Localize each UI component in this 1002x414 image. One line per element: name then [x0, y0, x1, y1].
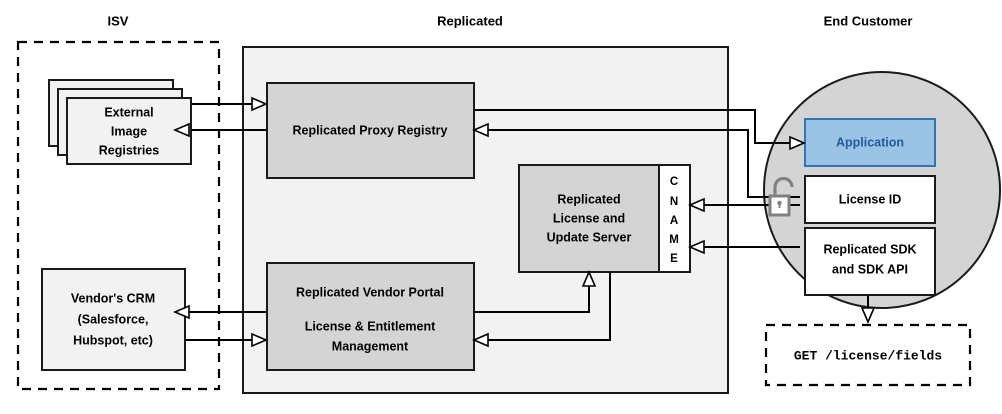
- zone-title-isv: ISV: [108, 13, 129, 28]
- vendor-crm-box[interactable]: Vendor's CRM (Salesforce, Hubspot, etc): [41, 268, 186, 371]
- sdk-rect: [804, 227, 936, 296]
- license-server-label-line-3: Update Server: [547, 230, 632, 244]
- isv-zone-boundary: [16, 40, 221, 391]
- arrowhead-portal-to-license-server: [581, 269, 597, 287]
- license-update-server-rect: [518, 164, 660, 273]
- application-box[interactable]: Application: [804, 118, 936, 167]
- arrowhead-sdk-to-api-call: [860, 307, 876, 325]
- arrowhead-sdk-to-cname: [687, 239, 705, 255]
- arrowhead-registries-to-proxy: [251, 96, 269, 112]
- sdk-label-line-2: and SDK API: [832, 262, 908, 276]
- cname-letter-n: N: [670, 196, 678, 208]
- registries-label-line-3: Registries: [99, 143, 159, 157]
- arrowhead-portal-to-crm: [172, 304, 190, 320]
- vendor-crm-label-line-2: (Salesforce,: [78, 312, 149, 326]
- api-call-boundary: [764, 323, 972, 387]
- connector-proxy-to-application: [474, 109, 800, 144]
- external-image-registries[interactable]: External Image Registries: [48, 79, 192, 165]
- cname-box[interactable]: C N A M E: [658, 164, 691, 273]
- vendor-portal-label-line-2: License & Entitlement: [305, 319, 436, 333]
- api-call-box[interactable]: GET /license/fields: [764, 323, 972, 387]
- cname-letter-a: A: [670, 215, 678, 227]
- license-id-box[interactable]: License ID: [804, 175, 936, 224]
- license-id-rect: [804, 175, 936, 224]
- zone-title-end-customer: End Customer: [824, 13, 913, 28]
- arrowhead-proxy-to-application: [789, 135, 807, 151]
- application-rect: [804, 118, 936, 167]
- proxy-registry-rect: [266, 82, 475, 179]
- cname-letter-e: E: [670, 253, 678, 265]
- application-label: Application: [836, 135, 904, 149]
- unlocked-padlock-icon: [768, 176, 794, 217]
- replicated-license-update-server-box[interactable]: Replicated License and Update Server: [518, 164, 660, 273]
- vendor-portal-label-line-3: Management: [332, 339, 409, 353]
- registries-label-line-2: Image: [111, 124, 147, 138]
- vendor-portal-rect: [266, 262, 475, 371]
- registries-label-line-1: External: [104, 105, 153, 119]
- registry-stack-front: [66, 97, 192, 165]
- replicated-vendor-portal-box[interactable]: Replicated Vendor Portal License & Entit…: [266, 262, 475, 371]
- arrowhead-proxy-to-registries: [172, 122, 190, 138]
- connector-license-server-to-portal: [480, 272, 611, 341]
- arrowhead-crm-to-portal: [251, 332, 269, 348]
- vendor-crm-label-line-3: Hubspot, etc): [73, 333, 153, 347]
- replicated-sdk-box[interactable]: Replicated SDK and SDK API: [804, 227, 936, 296]
- vendor-crm-label-line-1: Vendor's CRM: [71, 291, 155, 305]
- cname-rect: [658, 164, 691, 273]
- proxy-registry-label: Replicated Proxy Registry: [293, 123, 448, 137]
- license-server-label-line-2: License and: [553, 211, 625, 225]
- arrowhead-license-server-to-portal: [471, 332, 489, 348]
- license-server-label-line-1: Replicated: [557, 192, 620, 206]
- arrowhead-customer-to-proxy: [471, 122, 489, 138]
- vendor-portal-label-line-1: Replicated Vendor Portal: [296, 285, 444, 299]
- arrowhead-licenseid-to-cname: [687, 197, 705, 213]
- cname-letter-c: C: [670, 176, 678, 188]
- sdk-label-line-1: Replicated SDK: [823, 242, 916, 256]
- vendor-crm-rect: [41, 268, 186, 371]
- zone-title-replicated: Replicated: [437, 13, 503, 28]
- license-id-label: License ID: [839, 192, 902, 206]
- api-call-label: GET /license/fields: [794, 348, 942, 363]
- cname-letter-m: M: [669, 234, 679, 246]
- replicated-proxy-registry-box[interactable]: Replicated Proxy Registry: [266, 82, 475, 179]
